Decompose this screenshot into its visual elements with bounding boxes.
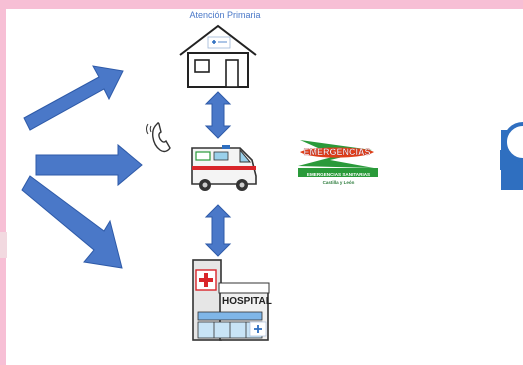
emergencias-logo-subtitle: EMERGENCIAS SANITARIAS: [306, 172, 371, 177]
primary-care-label: Atención Primaria: [189, 10, 261, 20]
house-icon: [179, 24, 257, 88]
emergencias-logo-region: Castilla y León: [322, 180, 355, 185]
emergencias-logo-title: EMERGENCIAS: [303, 147, 370, 157]
double-arrow-bottom: [204, 204, 232, 257]
hospital-icon: HOSPITAL: [192, 259, 272, 341]
sacyl-cross-logo: [500, 122, 523, 190]
double-arrow-top: [204, 91, 232, 139]
arrow-up-right: [23, 65, 124, 131]
emergencias-logo: EMERGENCIAS: [298, 140, 378, 177]
ambulance-icon: [191, 145, 257, 191]
phone-icon: [146, 122, 171, 153]
arrow-down-right: [21, 175, 123, 269]
arrow-right: [35, 143, 143, 187]
hospital-sign: HOSPITAL: [222, 296, 272, 307]
left-edge-strip: [0, 232, 7, 258]
